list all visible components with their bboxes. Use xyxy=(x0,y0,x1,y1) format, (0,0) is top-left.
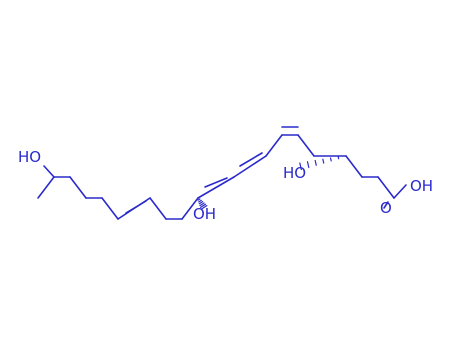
bond-c14-c15 xyxy=(149,197,167,220)
bond-c10-c11 xyxy=(233,155,267,178)
atom-labels: HO OH HO OH O xyxy=(18,148,433,223)
bond-c12-c13 xyxy=(181,197,199,220)
hydroxyl-label-c12: OH xyxy=(193,205,216,223)
double-bond-c8-c9 xyxy=(239,152,263,167)
bond-c1-oh xyxy=(393,184,407,199)
bond-c3-c4 xyxy=(377,176,395,199)
bond-c16-c17 xyxy=(101,197,119,220)
double-bond-c10-c11 xyxy=(204,177,228,188)
bond-c20-methyl xyxy=(37,176,55,199)
carbonyl-oxygen-label: O xyxy=(380,199,392,217)
bond-c7-c8 xyxy=(297,134,315,157)
hydroxyl-label-c5: HO xyxy=(283,164,306,182)
hashed-bond-c12-oh xyxy=(197,198,208,210)
hashed-bond-c5-oh xyxy=(299,156,340,171)
stereo-bonds xyxy=(197,156,340,210)
bond-lines xyxy=(37,126,407,220)
double-bond-c14-c15 xyxy=(125,200,147,214)
double-bond-c1-o xyxy=(383,201,389,209)
hydroxyl-label-c20: HO xyxy=(18,148,41,166)
carboxyl-oh-label: OH xyxy=(410,177,433,195)
bond-c5-c6 xyxy=(345,155,363,178)
bond-c11-c12 xyxy=(197,176,235,199)
bond-c9-c10 xyxy=(265,134,283,157)
bond-c20-oh xyxy=(43,165,55,178)
bond-c18-c19 xyxy=(69,176,87,199)
